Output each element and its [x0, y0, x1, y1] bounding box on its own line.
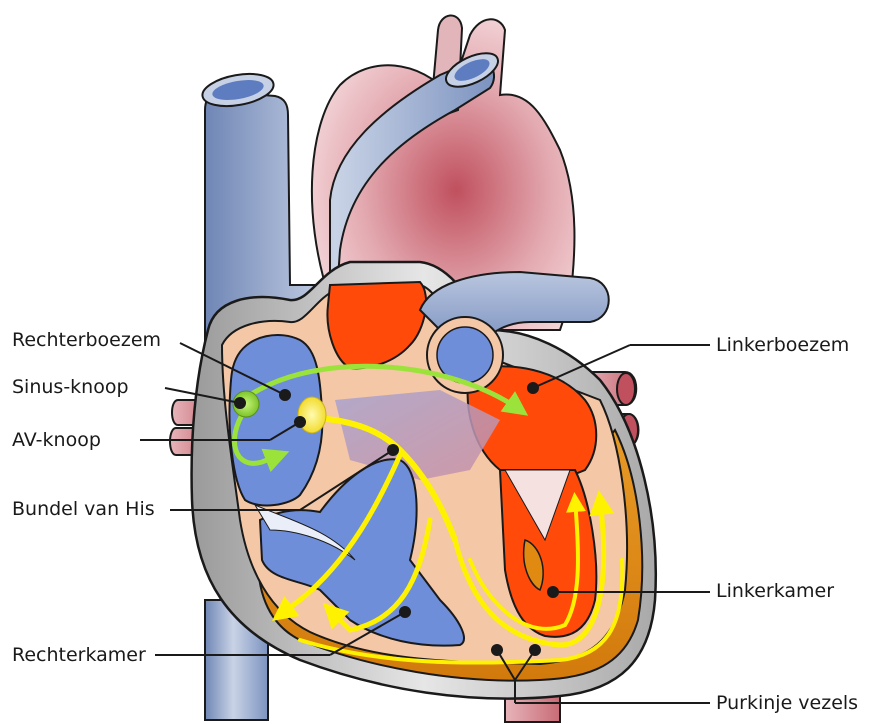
label-av-knoop: AV-knoop	[12, 431, 101, 450]
label-linkerkamer: Linkerkamer	[716, 582, 834, 601]
label-purkinje-vezels: Purkinje vezels	[716, 694, 858, 713]
label-bundel-van-his: Bundel van His	[12, 500, 155, 519]
label-sinus-knoop: Sinus-knoop	[12, 378, 129, 397]
pulmonary-vein-upper-opening	[617, 373, 635, 405]
label-linkerboezem: Linkerboezem	[716, 336, 849, 355]
label-rechterboezem: Rechterboezem	[12, 331, 161, 350]
label-rechterkamer: Rechterkamer	[12, 646, 146, 665]
av-node	[298, 397, 326, 433]
